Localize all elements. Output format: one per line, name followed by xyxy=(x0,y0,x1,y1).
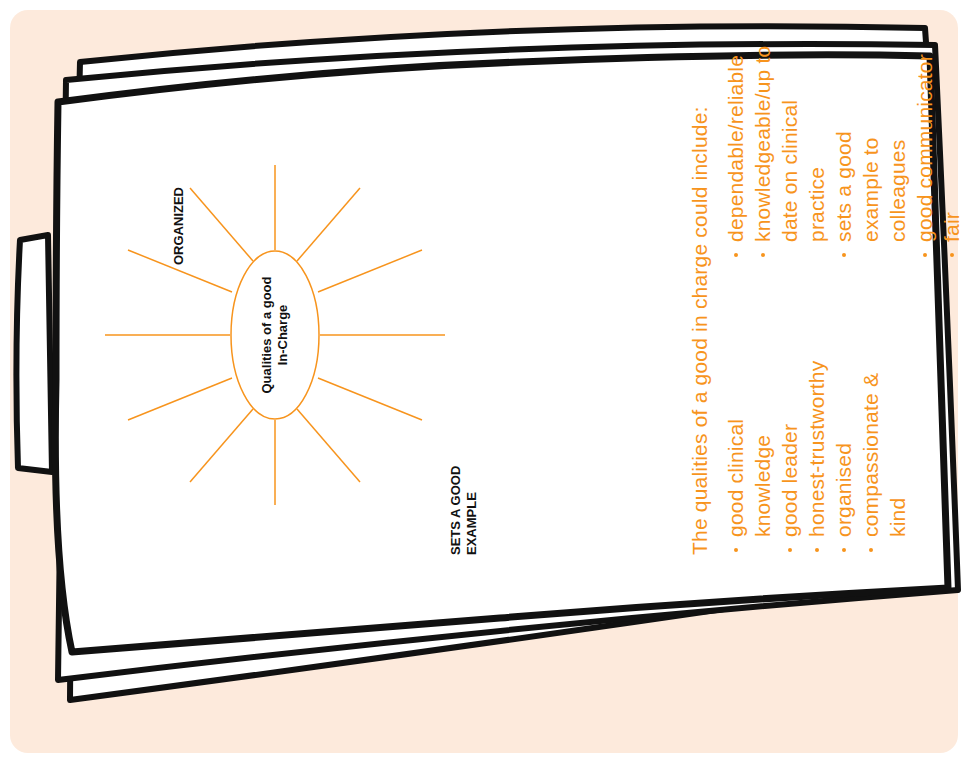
bullet-item: organised xyxy=(830,360,857,555)
bullet-item: good clinical knowledge xyxy=(722,360,776,555)
front-sheet xyxy=(55,55,948,652)
spoke xyxy=(297,409,360,482)
spoke xyxy=(318,250,422,292)
folder-tab xyxy=(16,235,52,472)
list-heading: The qualities of a good in charge could … xyxy=(686,106,713,555)
mind-map-keyword: SETS A GOOD EXAMPLE xyxy=(448,455,480,555)
bullet-item: good leader xyxy=(776,360,803,555)
spoke xyxy=(105,334,230,336)
mind-map-spokes xyxy=(105,165,445,505)
spoke xyxy=(190,188,253,261)
bullet-item: compassionate & kind xyxy=(857,360,911,555)
bullet-item: good communicator xyxy=(911,45,938,260)
bullet-list: good clinical knowledgegood leaderhonest… xyxy=(722,360,911,555)
node-label: Qualities of a good In-Charge xyxy=(259,275,291,395)
spoke xyxy=(318,378,422,420)
spoke xyxy=(320,334,445,336)
spoke xyxy=(274,165,276,250)
ellipse-shape xyxy=(231,251,319,419)
mind-map-keyword: ORGANIZED xyxy=(171,187,187,265)
bullet-item: fair xyxy=(938,45,965,260)
bullet-item: dependable/reliable xyxy=(722,45,749,260)
spoke xyxy=(190,409,253,482)
rotated-content: Qualities of a good In-Charge good clinic… xyxy=(100,40,940,560)
bullet-item: honest-trustworthy xyxy=(803,360,830,555)
peach-panel xyxy=(10,10,958,753)
spoke xyxy=(274,420,276,505)
bullet-item: sets a good example to colleagues xyxy=(830,45,911,260)
spoke xyxy=(297,188,360,261)
bullet-item: knowledgeable/up to date on clinical pra… xyxy=(749,45,830,260)
bullet-list: dependable/reliableknowledgeable/up to d… xyxy=(722,45,965,260)
spoke xyxy=(128,378,232,420)
mind-map-center-ellipse: Qualities of a good In-Charge xyxy=(230,250,320,420)
